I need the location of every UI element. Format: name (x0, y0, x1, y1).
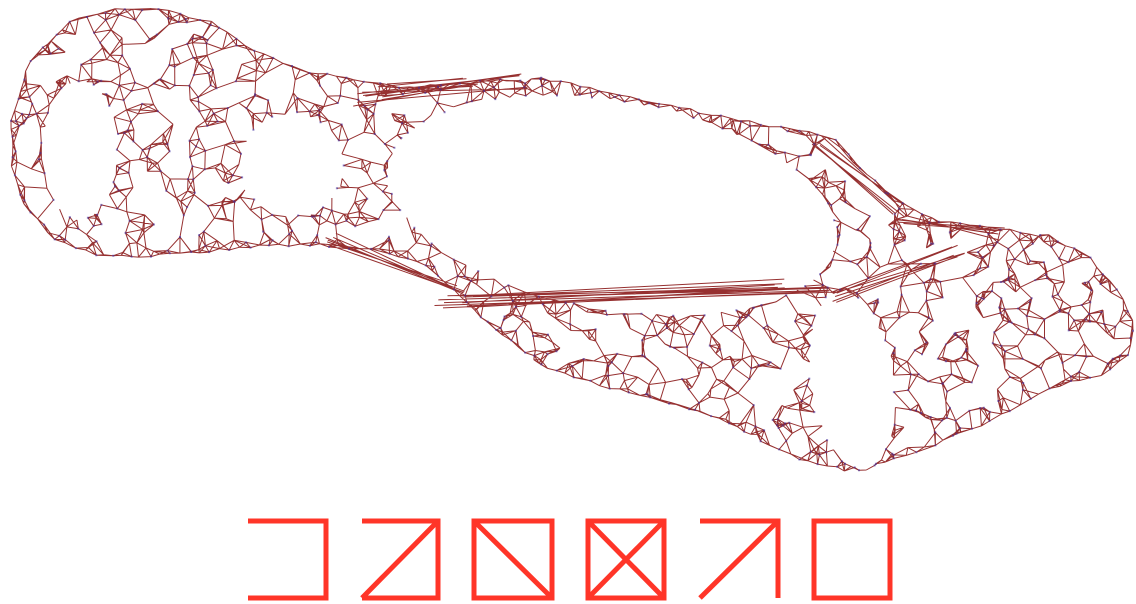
network-figure (0, 0, 1136, 604)
